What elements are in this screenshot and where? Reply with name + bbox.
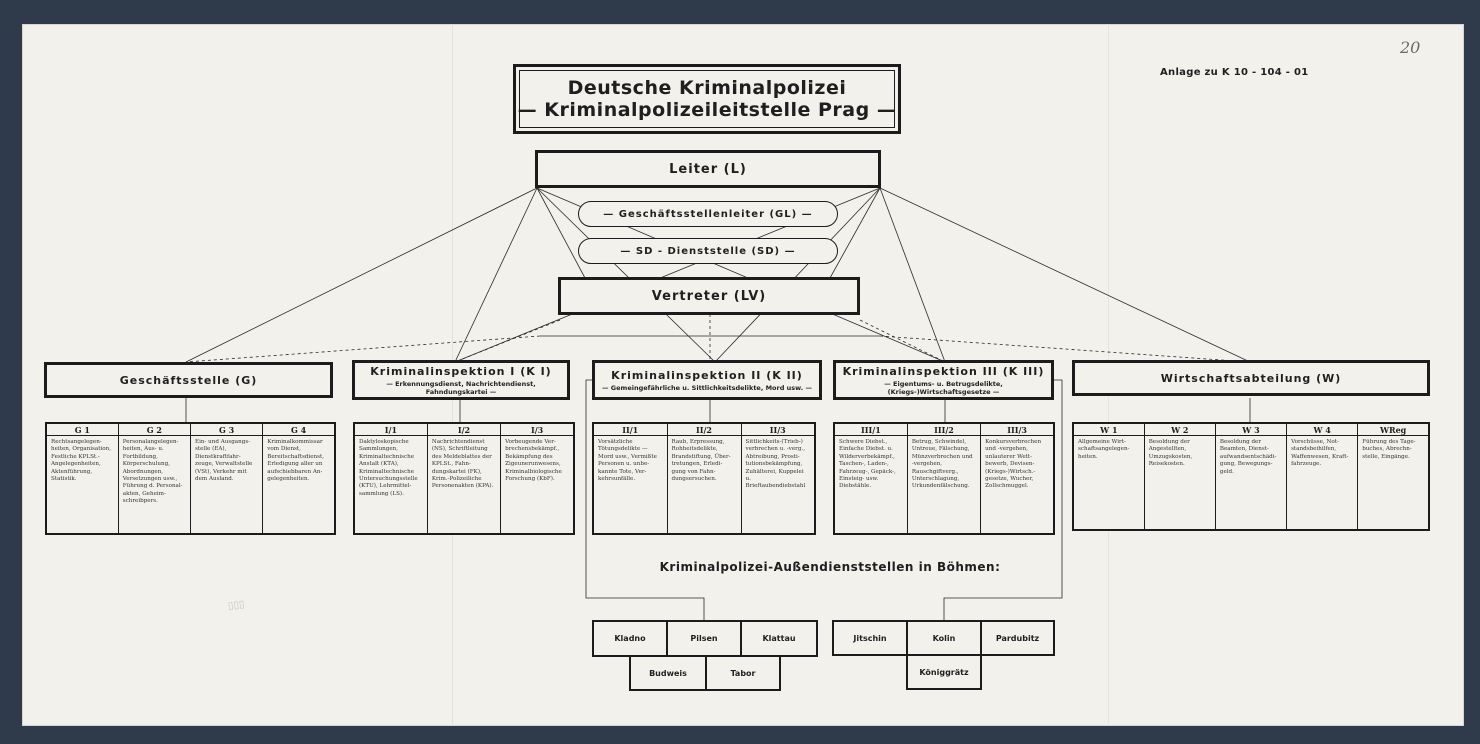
department-name: Wirtschaftsabteilung (W) xyxy=(1160,371,1342,385)
office-kladno: Kladno xyxy=(592,620,668,657)
unit-code: W 3 xyxy=(1214,423,1287,436)
unit-code: W 1 xyxy=(1073,423,1145,436)
unit-description: Rechtsangelegen-heiten, Organisation, Fe… xyxy=(51,439,111,483)
department-subtitle: — Eigentums- u. Betrugsdelikte, (Kriegs-… xyxy=(884,379,1003,396)
unit-description: Vorschüsse, Not-standsbeihilfen, Waffenw… xyxy=(1286,435,1358,530)
leiter-box: Leiter (L) xyxy=(535,150,881,188)
regional-offices-title: Kriminalpolizei-Außendienststellen in Bö… xyxy=(659,560,1001,574)
office-klattau: Klattau xyxy=(740,620,818,657)
unit-description: Vorsätzliche Tötungsdelikte — Mord usw.,… xyxy=(598,439,657,483)
unit-code: I/2 xyxy=(426,423,501,436)
units-table-g: G 1 G 2 G 3 G 4 Rechtsangelegen-heiten, … xyxy=(45,422,336,535)
unit-code: III/1 xyxy=(834,423,908,436)
department-name: Kriminalinspektion II (K II) xyxy=(611,368,803,382)
unit-description: Sittlichkeits-(Trieb-) verbrechen u. -ve… xyxy=(740,435,815,534)
units-table-w: W 1 W 2 W 3 W 4 WReg Allgemeine Wirt-sch… xyxy=(1072,422,1430,531)
organization-title-line2: — Kriminalpolizeileitstelle Prag — xyxy=(517,99,897,121)
office-budweis: Budweis xyxy=(629,655,707,691)
gl-label: — Geschäftsstellenleiter (GL) — xyxy=(603,208,813,220)
vertreter-label: Vertreter (LV) xyxy=(651,288,767,304)
office-pardubitz: Pardubitz xyxy=(980,620,1055,656)
unit-description: Besoldung der Beamten, Dienst-aufwandsen… xyxy=(1214,435,1287,530)
unit-description: Führung des Tage-buches, Abrechn-stelle,… xyxy=(1357,435,1429,530)
unit-description: Kriminalkommissar vom Dienst, Bereitscha… xyxy=(262,435,335,534)
units-table-k1: I/1 I/2 I/3 Daktyloskopische Sammlungen,… xyxy=(353,422,575,535)
unit-code: W 4 xyxy=(1286,423,1358,436)
office-jitschin: Jitschin xyxy=(832,620,908,656)
unit-code: III/3 xyxy=(980,423,1054,436)
unit-code: III/2 xyxy=(906,423,981,436)
unit-description: Nachrichtendienst (NS), Schriftleitung d… xyxy=(426,435,501,534)
leiter-label: Leiter (L) xyxy=(669,161,747,177)
department-name: Geschäftsstelle (G) xyxy=(119,373,258,387)
unit-code: G 4 xyxy=(262,423,335,436)
organization-title-line1: Deutsche Kriminalpolizei xyxy=(567,77,847,99)
unit-code: W 2 xyxy=(1143,423,1216,436)
unit-code: I/3 xyxy=(500,423,574,436)
unit-description: Vorbeugende Ver-brechensbekämpf., Bekämp… xyxy=(500,435,574,534)
department-k2-box: Kriminalinspektion II (K II) — Gemeingef… xyxy=(592,360,822,400)
sd-box: — SD - Dienststelle (SD) — xyxy=(578,238,838,264)
office-koeniggraetz: Königgrätz xyxy=(906,654,982,690)
page-number: 20 xyxy=(1400,38,1421,57)
unit-description: Betrug, Schwindel, Untreue, Fälschung, M… xyxy=(906,435,981,534)
office-kolin: Kolin xyxy=(906,620,982,656)
unit-description: Daktyloskopische Sammlungen, Kriminaltec… xyxy=(359,439,418,497)
organization-title-box: Deutsche Kriminalpolizei — Kriminalpoliz… xyxy=(513,64,901,134)
office-pilsen: Pilsen xyxy=(666,620,742,657)
unit-description: Personalangelegen-heiten, Aus- u. Fortbi… xyxy=(117,435,191,534)
department-w-box: Wirtschaftsabteilung (W) xyxy=(1072,360,1430,396)
unit-description: Allgemeine Wirt-schaftsangelegen-heiten. xyxy=(1078,439,1130,460)
unit-code: G 2 xyxy=(117,423,191,436)
gl-box: — Geschäftsstellenleiter (GL) — xyxy=(578,201,838,227)
unit-code: II/2 xyxy=(666,423,741,436)
units-table-k3: III/1 III/2 III/3 Schwere Diebst., Einfa… xyxy=(833,422,1055,535)
unit-code: II/1 xyxy=(593,423,667,436)
unit-code: I/1 xyxy=(354,423,428,436)
unit-description: Besoldung der Angestellten, Umzugskosten… xyxy=(1143,435,1216,530)
department-k1-box: Kriminalinspektion I (K I) — Erkennungsd… xyxy=(352,360,570,400)
department-g-box: Geschäftsstelle (G) xyxy=(44,362,333,398)
unit-code: II/3 xyxy=(740,423,815,436)
department-k3-box: Kriminalinspektion III (K III) — Eigentu… xyxy=(833,360,1054,400)
annex-note: Anlage zu K 10 - 104 - 01 xyxy=(1160,67,1309,78)
faded-stamp: ▯▯▯ xyxy=(227,598,246,613)
department-name: Kriminalinspektion I (K I) xyxy=(370,364,552,378)
unit-code: G 1 xyxy=(46,423,119,436)
department-name: Kriminalinspektion III (K III) xyxy=(842,364,1045,378)
department-subtitle: — Erkennungsdienst, Nachrichtendienst, F… xyxy=(386,379,536,396)
office-tabor: Tabor xyxy=(705,655,781,691)
unit-description: Konkursverbrechen und -vergehen, unlaute… xyxy=(980,435,1054,534)
unit-code: WReg xyxy=(1357,423,1429,436)
unit-description: Raub, Erpressung, Rohheitsdelikte, Brand… xyxy=(666,435,741,534)
vertreter-box: Vertreter (LV) xyxy=(558,277,860,315)
units-table-k2: II/1 II/2 II/3 Vorsätzliche Tötungsdelik… xyxy=(592,422,816,535)
department-subtitle: — Gemeingefährliche u. Sittlichkeitsdeli… xyxy=(602,383,812,392)
sd-label: — SD - Dienststelle (SD) — xyxy=(620,245,796,257)
unit-description: Schwere Diebst., Einfache Diebst. u. Wil… xyxy=(839,439,896,490)
unit-code: G 3 xyxy=(189,423,263,436)
unit-description: Ein- und Ausgangs-stelle (EA), Dienstkra… xyxy=(189,435,263,534)
